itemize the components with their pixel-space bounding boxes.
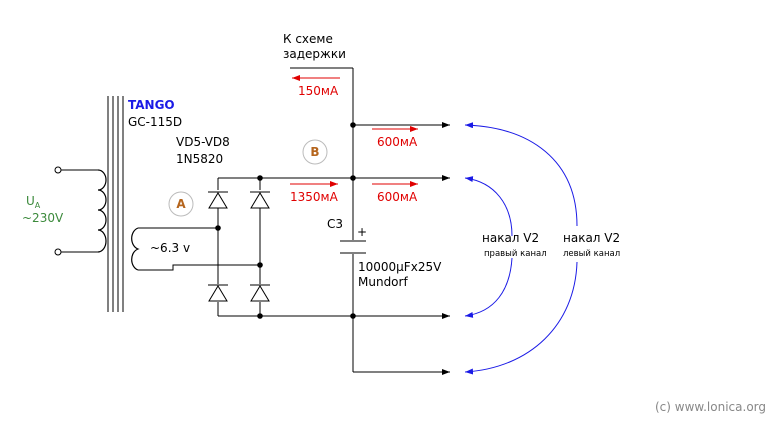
- secondary-winding: [131, 227, 140, 271]
- junction-ac-right: [257, 262, 263, 268]
- primary-input: UA ~230V: [22, 166, 98, 256]
- point-a-badge: A: [168, 191, 194, 217]
- transformer-model: GC-115D: [128, 115, 182, 129]
- delay-circuit-label-line1: К схеме: [283, 32, 333, 46]
- current-label-out-top: 600мА: [377, 135, 418, 149]
- load-right-sublabel: правый канал: [484, 249, 547, 259]
- heater-arc-left-channel-top: [464, 122, 578, 227]
- junction-ac-left: [215, 225, 221, 231]
- diode-vd8: [250, 284, 270, 302]
- heater-arc-left-channel-bottom: [464, 261, 578, 375]
- transformer-brand: TANGO: [128, 98, 175, 112]
- diode-designator: VD5-VD8: [176, 135, 230, 149]
- point-b-label: B: [310, 145, 319, 159]
- capacitor-value: 10000µFx25V: [358, 260, 442, 274]
- load-right-label: накал V2: [482, 231, 539, 245]
- input-terminal-bottom: [54, 248, 62, 256]
- heater-arc-right-channel-bottom: [464, 257, 513, 318]
- capacitor-c3: C3 + 10000µFx25V Mundorf: [327, 217, 442, 289]
- diode-vd7: [208, 284, 228, 302]
- input-voltage-symbol: UA: [26, 194, 41, 210]
- load-left-label: накал V2: [563, 231, 620, 245]
- diode-vd5: [208, 191, 228, 209]
- secondary-voltage-label: ~6.3 v: [150, 241, 190, 255]
- input-voltage-label: ~230V: [22, 211, 64, 225]
- input-terminal-top: [54, 166, 62, 174]
- transformer: TANGO GC-115D ~6.3 v: [97, 96, 190, 312]
- diode-part-number: 1N5820: [176, 152, 223, 166]
- current-label-out-mid: 600мА: [377, 190, 418, 204]
- delay-circuit-label-line2: задержки: [283, 47, 346, 61]
- current-label-total: 1350мА: [290, 190, 339, 204]
- heater-arc-right-channel-top: [464, 176, 513, 237]
- primary-winding: [97, 169, 107, 253]
- load-left-sublabel: левый канал: [563, 249, 620, 259]
- point-b-badge: B: [302, 139, 328, 165]
- current-label-delay: 150мА: [298, 84, 339, 98]
- capacitor-designator: C3: [327, 217, 343, 231]
- capacitor-brand: Mundorf: [358, 275, 408, 289]
- point-a-label: A: [176, 197, 186, 211]
- copyright-text: (c) www.lonica.org: [655, 400, 766, 414]
- bridge-rectifier: VD5-VD8 1N5820: [176, 135, 270, 319]
- wire-secondary-bottom: [138, 264, 260, 271]
- capacitor-polarity: +: [357, 225, 367, 239]
- diode-vd6: [250, 191, 270, 209]
